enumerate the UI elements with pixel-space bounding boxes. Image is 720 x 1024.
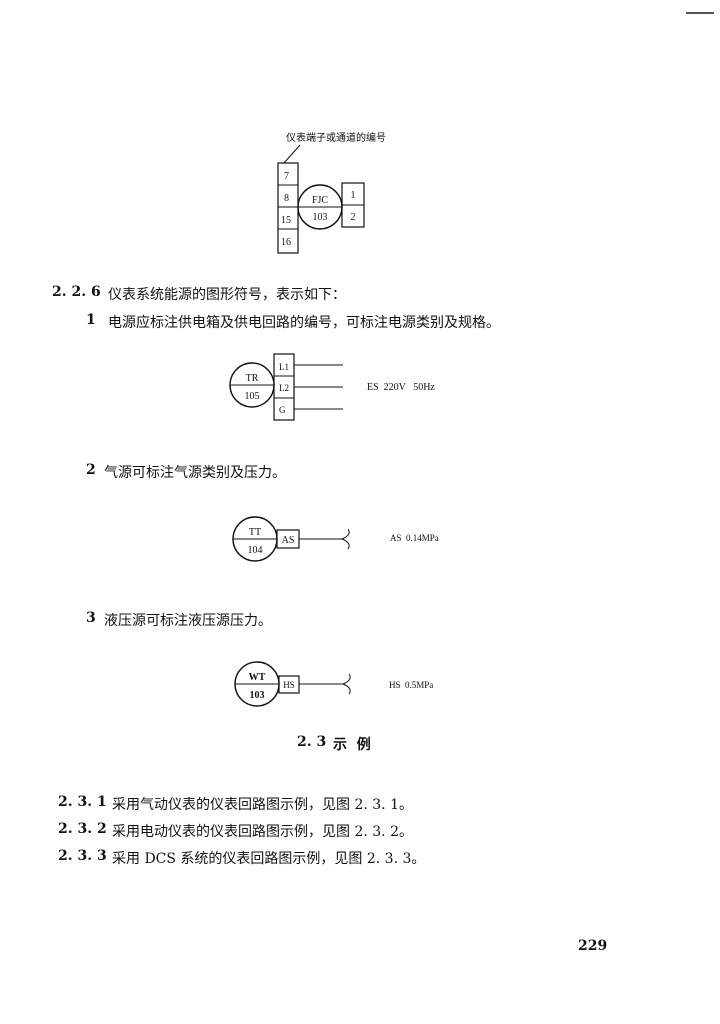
page-number: 229: [578, 938, 608, 954]
scan-mark-top-right: [686, 12, 714, 14]
power-terminal-l2: L2: [279, 383, 289, 393]
left-terminal-4: 16: [281, 237, 291, 248]
instrument-number: 103: [313, 212, 328, 223]
item3-number: 3: [86, 610, 96, 626]
ref-2-number: 2. 3. 2: [58, 821, 107, 837]
section-23-number: 2. 3: [297, 734, 327, 750]
item1-number: 1: [86, 312, 96, 328]
left-terminal-3: 15: [281, 215, 291, 226]
power-spec-label: ES 220V 50Hz: [367, 382, 435, 393]
instrument-tag: FJC: [312, 195, 328, 206]
right-terminal-2: 2: [351, 212, 356, 223]
air-spec-label: AS 0.14MPa: [390, 533, 439, 543]
left-terminal-1: 7: [284, 171, 289, 182]
right-terminal-1: 1: [351, 190, 356, 201]
ref-3-text: 采用 DCS 系统的仪表回路图示例，见图 2. 3. 3。: [112, 851, 426, 867]
ref-2-text: 采用电动仪表的仪表回路图示例，见图 2. 3. 2。: [112, 824, 413, 840]
section-226-text: 仪表系统能源的图形符号，表示如下：: [108, 287, 346, 303]
section-226-number: 2. 2. 6: [52, 284, 101, 300]
terminal-annotation: 仪表端子或通道的编号: [286, 131, 386, 144]
power-terminal-g: G: [279, 405, 286, 415]
ref-3-number: 2. 3. 3: [58, 848, 107, 864]
terminal-figure: 仪表端子或通道的编号 7 8 15 16 FJC 103 1 2: [277, 131, 386, 254]
air-supply-figure: TT 104 AS AS 0.14MPa: [232, 516, 439, 562]
item2-text: 气源可标注气源类别及压力。: [104, 465, 286, 481]
hydraulic-box-label: HS: [283, 680, 295, 690]
power-instrument-tag: TR: [246, 373, 259, 384]
hydraulic-instrument-number: 103: [250, 690, 265, 701]
air-box-label: AS: [282, 535, 295, 546]
air-instrument-tag: TT: [249, 527, 261, 538]
ref-1-number: 2. 3. 1: [58, 794, 107, 810]
item2-number: 2: [86, 462, 96, 478]
item1-text: 电源应标注供电箱及供电回路的编号，可标注电源类别及规格。: [108, 315, 500, 331]
air-instrument-number: 104: [248, 545, 263, 556]
hydraulic-spec-label: HS 0.5MPa: [389, 680, 433, 690]
hydraulic-instrument-tag: WT: [249, 672, 266, 683]
power-terminal-l1: L1: [279, 362, 289, 372]
section-23-title: 示 例: [333, 737, 371, 753]
hydraulic-supply-figure: WT 103 HS HS 0.5MPa: [234, 661, 433, 707]
ref-1-text: 采用气动仪表的仪表回路图示例，见图 2. 3. 1。: [112, 797, 413, 813]
left-terminal-2: 8: [284, 193, 289, 204]
item3-text: 液压源可标注液压源压力。: [104, 613, 272, 629]
power-instrument-number: 105: [245, 391, 260, 402]
power-supply-figure: TR 105 L1 L2 G ES 220V 50Hz: [229, 353, 435, 421]
